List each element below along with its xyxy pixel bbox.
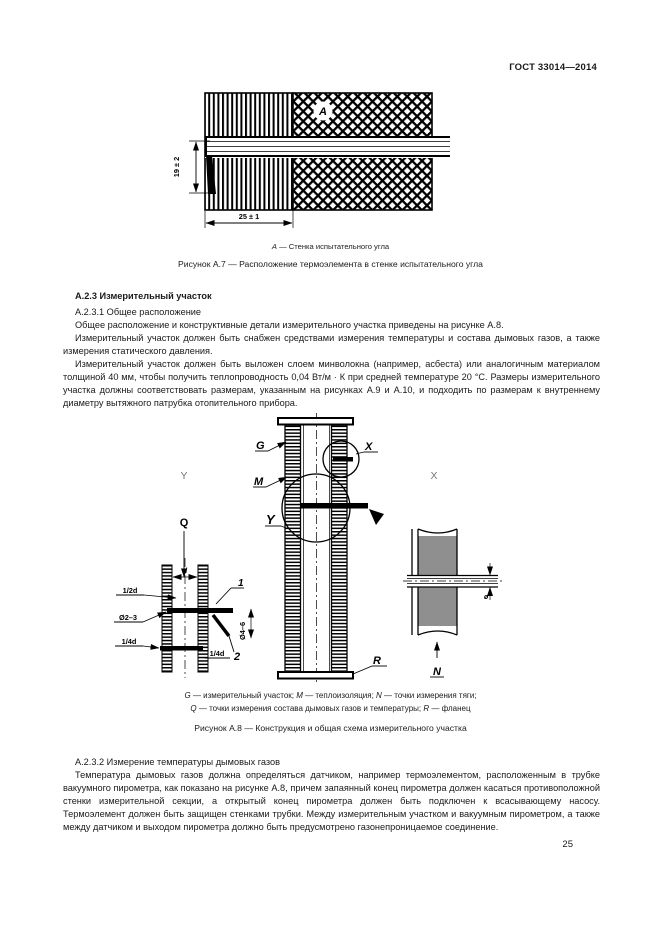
figure-a8-legend-line1: G — измерительный участок; M — теплоизол… — [184, 691, 477, 700]
section-a231-heading: А.2.3.1 Общее расположение — [75, 307, 202, 317]
draught-tap — [333, 457, 353, 462]
tube-left-wall — [161, 564, 173, 673]
dimension-19-2: 19 ± 2 — [172, 140, 214, 194]
svg-text:25 ± 1: 25 ± 1 — [239, 212, 260, 221]
detail-x-view: X ø N — [403, 470, 502, 678]
wall-label-a: A — [313, 101, 333, 121]
figure-a7-drawing: A 19 ± 2 25 ± 1 — [172, 92, 450, 228]
callout-m: M — [254, 476, 264, 488]
bottom-flange — [277, 671, 354, 680]
figure-a7-caption: Рисунок А.7 — Расположение термоэлемента… — [178, 259, 483, 269]
section-a232-text: А.2.3.2 Измерение температуры дымовых га… — [63, 756, 600, 834]
dimension-25-1: 25 ± 1 — [204, 211, 294, 228]
paragraph: Измерительный участок должен быть выложе… — [63, 359, 600, 408]
right-insulated-wall — [330, 424, 348, 673]
dim-quarter-d-right: 1/4d — [210, 649, 225, 658]
svg-text:19 ± 2: 19 ± 2 — [172, 157, 181, 178]
figure-a7-legend: A — Стенка испытательного угла — [0, 242, 661, 251]
dim-half-d: 1/2d — [123, 586, 138, 595]
standard-number-header: ГОСТ 33014—2014 — [509, 62, 597, 73]
sampling-probe — [300, 503, 368, 509]
thermoelement-bent-end — [206, 156, 216, 194]
detail-y-view: Y Q d 1 2 1/2d Ø2–3 1/4d — [114, 470, 254, 678]
view-y-label: Y — [180, 470, 187, 482]
detail-x-callout-circle — [322, 440, 360, 478]
probe-lower — [160, 646, 203, 651]
page-number: 25 — [562, 839, 573, 850]
figure-a8-legend-line2: Q — точки измерения состава дымовых газо… — [190, 704, 471, 713]
view-x-label: X — [430, 470, 437, 482]
section-a23-heading: А.2.3 Измерительный участок — [75, 291, 212, 301]
pointer-1: 1 — [238, 578, 244, 589]
thermoelement-tube — [205, 136, 450, 194]
paragraph: Общее расположение и конструктивные дета… — [75, 320, 504, 330]
section-a23-text: А.2.3 Измерительный участок А.2.3.1 Обще… — [63, 290, 600, 410]
probe-2 — [211, 613, 231, 638]
figure-a8-drawing: G M X Y R Y Q d — [114, 413, 502, 684]
dim-d: d — [183, 568, 188, 575]
pyrometer-tube — [407, 575, 498, 587]
view-direction-arrow — [369, 509, 384, 525]
left-insulated-wall — [284, 424, 302, 673]
figure-a8-caption: Рисунок А.8 — Конструкция и общая схема … — [194, 723, 467, 733]
svg-text:A: A — [318, 106, 327, 118]
legend-text-a: — Стенка испытательного угла — [276, 242, 390, 251]
callout-x: X — [364, 441, 373, 453]
probe-1 — [167, 608, 233, 613]
top-flange — [277, 417, 354, 426]
legend-key-a: A — [271, 242, 277, 251]
paragraph: Температура дымовых газов должна определ… — [63, 770, 600, 832]
measuring-duct: G M X Y R — [253, 413, 387, 684]
dim-dia-4-6: Ø4–6 — [238, 622, 247, 640]
callout-q: Q — [180, 517, 189, 529]
paragraph: Измерительный участок должен быть снабже… — [63, 333, 600, 356]
section-a232-heading: А.2.3.2 Измерение температуры дымовых га… — [75, 757, 280, 767]
callout-y: Y — [266, 512, 276, 527]
tube-right-wall — [197, 564, 209, 673]
callout-r: R — [373, 655, 381, 667]
callout-g: G — [256, 440, 265, 452]
dim-quarter-d-left: 1/4d — [122, 637, 137, 646]
dim-dia-2-3: Ø2–3 — [119, 613, 137, 622]
callout-n: N — [433, 666, 442, 678]
pointer-2: 2 — [233, 651, 240, 663]
dim-dia-small: ø — [484, 594, 489, 601]
